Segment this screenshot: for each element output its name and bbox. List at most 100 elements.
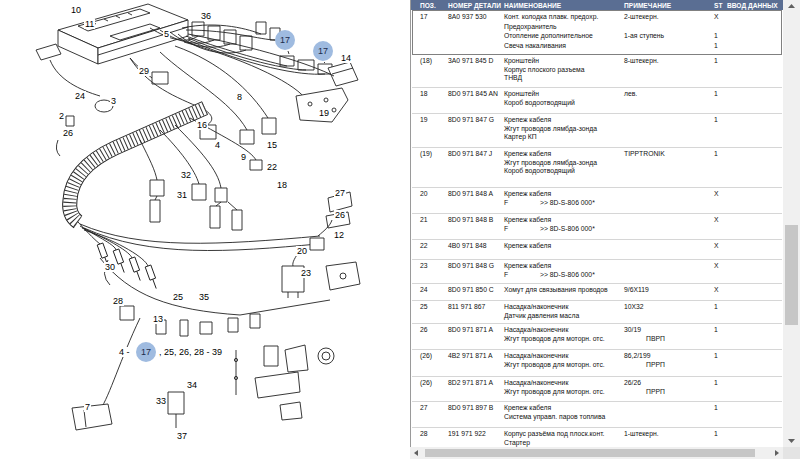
middle-connectors (215, 188, 227, 202)
table-cell: 8D0 971 850 C (448, 286, 494, 294)
table-cell: 1 (714, 90, 718, 98)
column-header: НОМЕР ДЕТАЛИ (448, 1, 501, 10)
table-grid (412, 401, 782, 402)
table-cell: Жгут проводов для моторн. отс. (504, 361, 605, 369)
middle-connectors (210, 206, 220, 228)
glow-plugs (78, 222, 159, 290)
connector-10 (36, 44, 100, 96)
table-cell: 1 (714, 116, 718, 124)
table-cell: 25 (420, 303, 428, 311)
control-unit (58, 4, 188, 64)
table-cell: F (504, 199, 508, 207)
sleeves (180, 320, 188, 336)
table-cell: >> 8D-S-806 000* (540, 271, 595, 279)
table-cell: 9/6X119 (624, 286, 649, 294)
table-cell: X (714, 190, 719, 198)
callout-number: 17 (318, 46, 328, 56)
connector-29 (130, 58, 152, 78)
middle-connectors (308, 102, 312, 106)
column-header: ST (714, 1, 722, 10)
main-harness (100, 318, 140, 410)
callout-bubble: 17 (136, 342, 156, 362)
callout-number: 26 (62, 128, 74, 138)
table-cell: 27 (420, 404, 428, 412)
table-grid (775, 450, 779, 456)
control-unit (104, 19, 108, 21)
table-cell: 26/26 (624, 379, 641, 387)
callout-number: 7 (84, 402, 91, 412)
table-cell: 18 (420, 90, 428, 98)
callout-number: 5 (163, 29, 170, 39)
table-cell: 8D0 971 871 A (448, 326, 493, 334)
table-grid (413, 11, 782, 55)
table-cell: (26) (420, 352, 432, 360)
middle-connectors (240, 130, 254, 144)
glow-plugs (97, 243, 107, 258)
table-cell: 191 971 922 (448, 430, 486, 438)
right-parts (326, 262, 360, 290)
table-cell: 1 (714, 430, 718, 438)
sleeves (250, 314, 260, 328)
table-cell: 1 (714, 42, 718, 50)
table-cell: Крепеж кабеля (504, 262, 551, 270)
table-cell: F (504, 225, 508, 233)
table-cell: ТНВД (504, 74, 522, 82)
right-parts (282, 192, 360, 298)
table-cell: TIPPTRONIK (624, 150, 665, 158)
glow-plugs (82, 228, 132, 258)
table-cell: Кронштейн (504, 57, 539, 65)
callout-number: 18 (276, 180, 288, 190)
column-header: ПОЗ. (420, 1, 436, 10)
callout-number: 28 (112, 296, 124, 306)
table-cell: (19) (420, 150, 432, 158)
table-cell: Крепеж кабеля (504, 150, 551, 158)
callout-number: , 25, 26, 28 - 39 (158, 347, 223, 357)
table-cell: 8D0 971 897 B (448, 404, 493, 412)
table-cell: Крепеж кабеля (504, 216, 551, 224)
main-harness (84, 410, 86, 427)
table-grid (410, 447, 783, 459)
table-grid (411, 0, 783, 10)
table-grid (412, 88, 782, 428)
table-cell: Датчик давления масла (504, 312, 579, 320)
brackets (264, 346, 278, 366)
table-cell: 811 971 867 (448, 303, 485, 311)
table-cell: 3A0 971 845 D (448, 57, 493, 65)
table-grid (412, 187, 782, 188)
brackets (234, 358, 237, 361)
middle-connectors (296, 88, 348, 122)
callout-number: 31 (176, 190, 188, 200)
table-cell: >> 8D-S-806 000* (540, 225, 595, 233)
table-cell: 8D0 971 848 A (448, 190, 493, 198)
control-unit (98, 20, 188, 64)
table-cell: 1 (714, 32, 718, 40)
table-grid (412, 427, 782, 428)
middle-connectors (250, 160, 262, 170)
table-cell: Насадка/наконечник (504, 303, 568, 311)
table-cell: X (714, 242, 719, 250)
callout-number: 9 (240, 152, 247, 162)
callout-bubble: 17 (275, 30, 295, 50)
brackets (168, 345, 334, 428)
table-cell: 8D0 971 847 G (448, 116, 494, 124)
table-cell: 21 (420, 216, 428, 224)
middle-connectors (232, 210, 242, 230)
brackets (318, 348, 334, 364)
callout-number: 14 (340, 53, 352, 63)
table-grid (783, 0, 800, 447)
middle-connectors (228, 202, 237, 210)
table-cell: 24 (420, 286, 428, 294)
callout-number: 4 - (118, 347, 131, 357)
table-cell: 86,2/199 (624, 352, 650, 360)
table-grid (788, 4, 795, 8)
corrugated-tube (70, 108, 205, 222)
middle-connectors (332, 108, 336, 112)
control-unit (116, 16, 120, 18)
glow-plugs (129, 257, 143, 282)
middle-connectors (140, 88, 348, 230)
middle-connectors (175, 125, 221, 188)
middle-connectors (150, 180, 164, 196)
callout-number: 15 (266, 140, 278, 150)
table-cell: Крепеж кабеля (504, 404, 551, 412)
